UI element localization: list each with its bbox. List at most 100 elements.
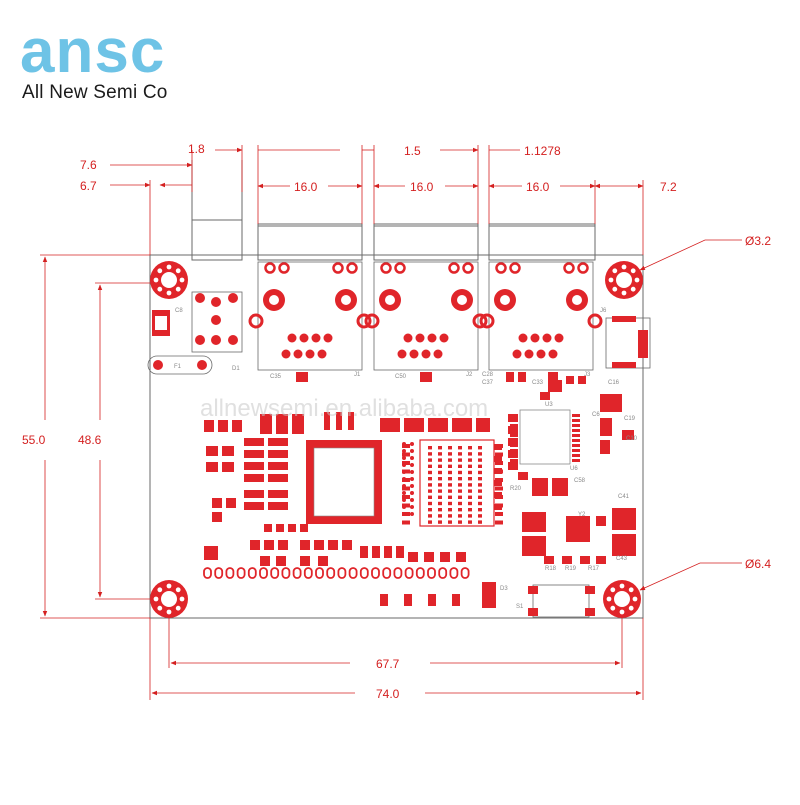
mem-pad — [438, 458, 442, 462]
dim-6-7: 6.7 — [80, 179, 97, 193]
via-dot — [166, 583, 172, 589]
mem-pad — [478, 508, 482, 512]
via-dot — [157, 268, 163, 274]
ansc-logo-text: ansc — [20, 17, 165, 86]
mem-pad — [478, 483, 482, 487]
dim-hole-3-2: Ø3.2 — [745, 234, 771, 248]
signal-pad — [530, 333, 540, 343]
signal-pad — [439, 333, 449, 343]
mem-pad — [428, 489, 432, 493]
smd-pad — [348, 412, 354, 430]
led-pad — [332, 262, 344, 274]
shield-drill — [500, 295, 510, 305]
mem-side-pad — [402, 486, 410, 491]
smd-pad — [522, 536, 546, 556]
via-pad — [410, 498, 414, 502]
mem-pad — [478, 501, 482, 506]
smd-pad — [540, 392, 550, 400]
via-pad — [410, 512, 414, 516]
smd-pad — [482, 582, 496, 608]
silk-r20: R20 — [510, 486, 522, 492]
header-pad — [460, 567, 470, 579]
smd-pad — [494, 480, 502, 486]
led-pad — [577, 262, 589, 274]
mem-side-pad — [402, 503, 410, 508]
side-pad — [356, 313, 372, 329]
header-pad — [225, 567, 235, 579]
side-pad — [587, 313, 603, 329]
smd-pad — [548, 372, 558, 382]
silk-c10: C10 — [626, 436, 638, 442]
silk-c28: C28 — [482, 372, 494, 378]
header-pad — [404, 567, 414, 579]
via-dot — [621, 264, 627, 270]
shield-drill — [269, 295, 279, 305]
smd-pad — [300, 524, 308, 532]
mem-pad — [458, 477, 462, 481]
mem-pad — [448, 514, 452, 518]
mem-pad — [438, 483, 442, 487]
smd-pad — [268, 438, 288, 446]
via-pad — [402, 505, 406, 509]
via-pad — [402, 498, 406, 502]
side-pad — [248, 313, 264, 329]
smd-components — [204, 372, 636, 608]
smd-pad — [264, 540, 274, 550]
smd-pad — [276, 524, 284, 532]
smd-pad — [506, 372, 514, 382]
smd-pad — [276, 414, 288, 434]
mem-pad — [428, 483, 432, 487]
watermark-text: allnewsemi.en.alibaba.com — [200, 395, 488, 422]
via-dot — [166, 290, 172, 296]
mem-side-pad — [495, 520, 503, 525]
silk-d1: D1 — [232, 366, 240, 372]
ic-pad — [510, 434, 518, 437]
smd-pad — [206, 462, 218, 472]
smd-pad — [532, 478, 548, 496]
via-pad — [410, 449, 414, 453]
ic-pad — [572, 449, 580, 452]
silk-c19: C19 — [624, 416, 636, 422]
mem-pad — [448, 477, 452, 481]
via-dot — [157, 286, 163, 292]
smd-pad — [428, 594, 436, 606]
smd-pad — [622, 430, 634, 440]
mem-pad — [458, 514, 462, 518]
via-pad — [402, 477, 406, 481]
ic-pad — [572, 424, 580, 427]
silk-j3: J3 — [584, 372, 591, 378]
via-pad — [402, 449, 406, 453]
via-pad — [410, 477, 414, 481]
mem-pad — [458, 508, 462, 512]
smd-pad — [260, 556, 270, 566]
smd-pad — [244, 502, 264, 510]
header-pad — [259, 567, 268, 579]
silk-s1: S1 — [516, 604, 524, 610]
via-dot — [166, 264, 172, 270]
mem-pad — [448, 452, 452, 456]
via-dot — [157, 587, 163, 593]
smd-pad — [494, 456, 502, 462]
led-pad — [394, 262, 406, 274]
smd-pad — [244, 474, 264, 482]
smd-pad — [424, 552, 434, 562]
mem-pad — [448, 446, 452, 450]
via-pad — [410, 442, 414, 446]
smd-pad — [222, 462, 234, 472]
smd-pad — [404, 594, 412, 606]
via-pad — [410, 456, 414, 460]
smd-pad — [204, 420, 214, 432]
mem-pad — [478, 514, 482, 518]
signal-pad — [427, 333, 437, 343]
via-dot — [632, 596, 638, 602]
mem-pad — [468, 495, 472, 499]
ic-pad — [572, 414, 580, 417]
ic-pad — [510, 459, 518, 462]
dim-67-7: 67.7 — [376, 657, 400, 671]
signal-pad — [311, 333, 321, 343]
signal-pad — [397, 349, 407, 359]
mem-pad — [468, 446, 472, 450]
smd-pad — [212, 512, 222, 522]
power-section: C8 F1 D1 — [147, 291, 243, 375]
